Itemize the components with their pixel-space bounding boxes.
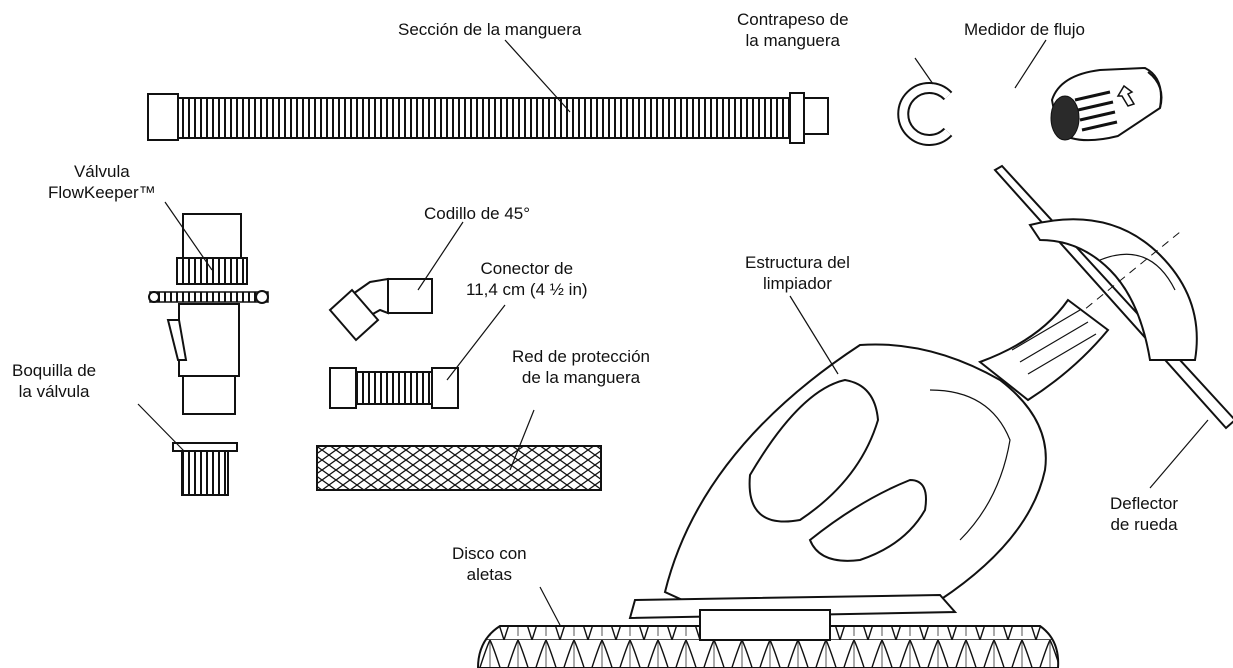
- label-valve-line2: FlowKeeper™: [48, 183, 156, 202]
- elbow-45: [328, 277, 433, 342]
- valve-nozzle: [172, 442, 238, 496]
- label-valve: Válvula FlowKeeper™: [48, 161, 156, 203]
- label-valve-nozzle: Boquilla de la válvula: [12, 360, 96, 402]
- label-hose-net-line2: de la manguera: [521, 368, 641, 387]
- label-hose-weight-line1: Contrapeso de: [737, 10, 849, 29]
- label-valve-line1: Válvula: [73, 162, 130, 181]
- label-hose-weight-line2: la manguera: [745, 31, 841, 50]
- label-valve-nozzle-line1: Boquilla de: [12, 361, 97, 380]
- label-connector: Conector de 11,4 cm (4 ½ in): [466, 258, 588, 300]
- label-elbow-text: Codillo de 45°: [424, 204, 531, 223]
- label-wheel-deflector-line2: de rueda: [1110, 515, 1178, 534]
- cleaner-body: [628, 298, 1110, 620]
- connector: [329, 367, 459, 409]
- hose-section: [147, 92, 829, 144]
- leader-lines: [137, 39, 1209, 626]
- label-hose-weight: Contrapeso de la manguera: [737, 9, 849, 51]
- label-flow-meter: Medidor de flujo: [964, 19, 1085, 40]
- label-disc-line2: aletas: [466, 565, 512, 584]
- label-valve-nozzle-line2: la válvula: [18, 382, 90, 401]
- label-hose-section: Sección de la manguera: [398, 19, 581, 40]
- label-hose-section-text: Sección de la manguera: [398, 20, 582, 39]
- hose-protection-net: [316, 445, 602, 491]
- label-disc: Disco con aletas: [452, 543, 527, 585]
- label-hose-net: Red de protección de la manguera: [512, 346, 650, 388]
- wheel-deflector: [993, 164, 1233, 430]
- label-wheel-deflector-line1: Deflector: [1110, 494, 1179, 513]
- label-cleaner-body-line1: Estructura del: [745, 253, 850, 272]
- label-disc-line1: Disco con: [452, 544, 527, 563]
- label-connector-line2: 11,4 cm (4 ½ in): [466, 280, 588, 299]
- finned-disc: [476, 609, 1060, 668]
- label-hose-net-line1: Red de protección: [512, 347, 650, 366]
- label-connector-line1: Conector de: [480, 259, 574, 278]
- label-flow-meter-text: Medidor de flujo: [964, 20, 1085, 39]
- label-elbow: Codillo de 45°: [424, 203, 530, 224]
- label-cleaner-body-line2: limpiador: [762, 274, 832, 293]
- flow-meter: [1050, 66, 1163, 142]
- label-wheel-deflector: Deflector de rueda: [1110, 493, 1178, 535]
- flowkeeper-valve: [148, 213, 269, 415]
- hose-weight: [897, 82, 953, 146]
- label-cleaner-body: Estructura del limpiador: [745, 252, 850, 294]
